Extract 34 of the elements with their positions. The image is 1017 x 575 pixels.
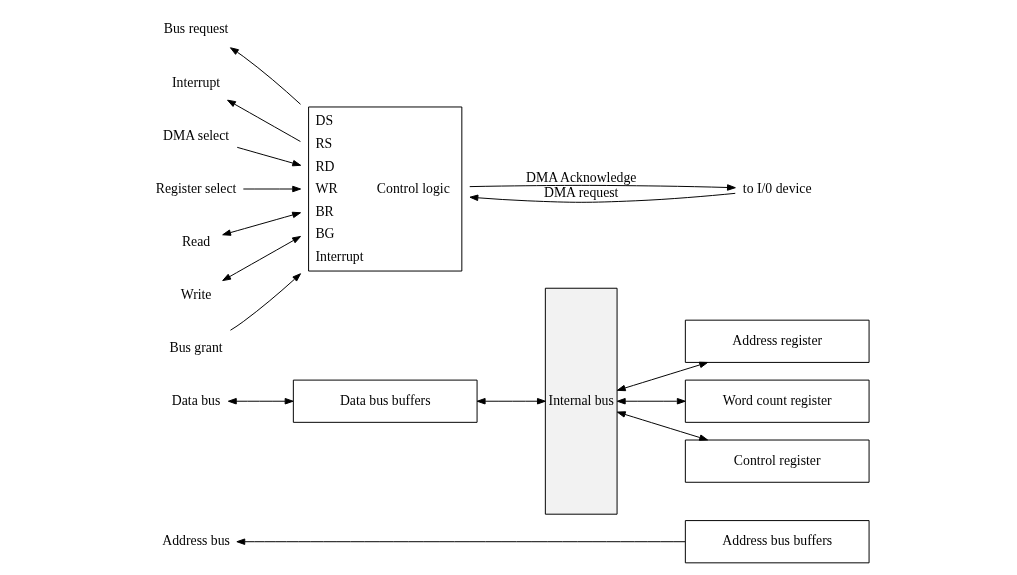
- node-text: Register select: [155, 180, 236, 196]
- node-text: Bus request: [163, 21, 228, 37]
- node-box: Address register: [684, 319, 870, 363]
- node-text: Read: [181, 233, 210, 249]
- node-text: Interrupt: [171, 74, 220, 90]
- arrow: [229, 273, 301, 331]
- node-box: Control register: [684, 439, 870, 483]
- arrow: [236, 146, 301, 167]
- node-text: Data bus: [171, 392, 220, 408]
- arrow: [221, 211, 301, 236]
- node-box: DS Control logic RS RD WR BR BG Interrupt: [307, 106, 462, 272]
- node-box: Address bus buffers: [684, 520, 870, 564]
- node-text: Bus grant: [169, 339, 223, 355]
- arrow: [242, 185, 301, 193]
- arrow: [616, 411, 708, 441]
- arrow: [468, 184, 736, 191]
- arrow: [227, 398, 293, 405]
- arrow: [616, 361, 708, 392]
- node-box: Word count register: [684, 379, 870, 423]
- node-text: to I/0 device: [742, 180, 812, 196]
- arrow: [476, 398, 546, 405]
- arrow: [469, 192, 736, 203]
- arrow: [235, 538, 686, 545]
- arrow: [221, 235, 301, 282]
- node-text: Write: [180, 286, 211, 302]
- arrow: [226, 99, 301, 142]
- arrow: [229, 47, 301, 105]
- node-text: Address bus: [161, 533, 230, 549]
- node-box: Internal bus: [544, 287, 618, 515]
- node-text: DMA select: [162, 127, 229, 143]
- node-box: Data bus buffers: [292, 379, 478, 423]
- arrow: [616, 398, 686, 405]
- edge-label: DMA request: [543, 185, 618, 201]
- edge-label: DMA Acknowledge: [525, 170, 636, 186]
